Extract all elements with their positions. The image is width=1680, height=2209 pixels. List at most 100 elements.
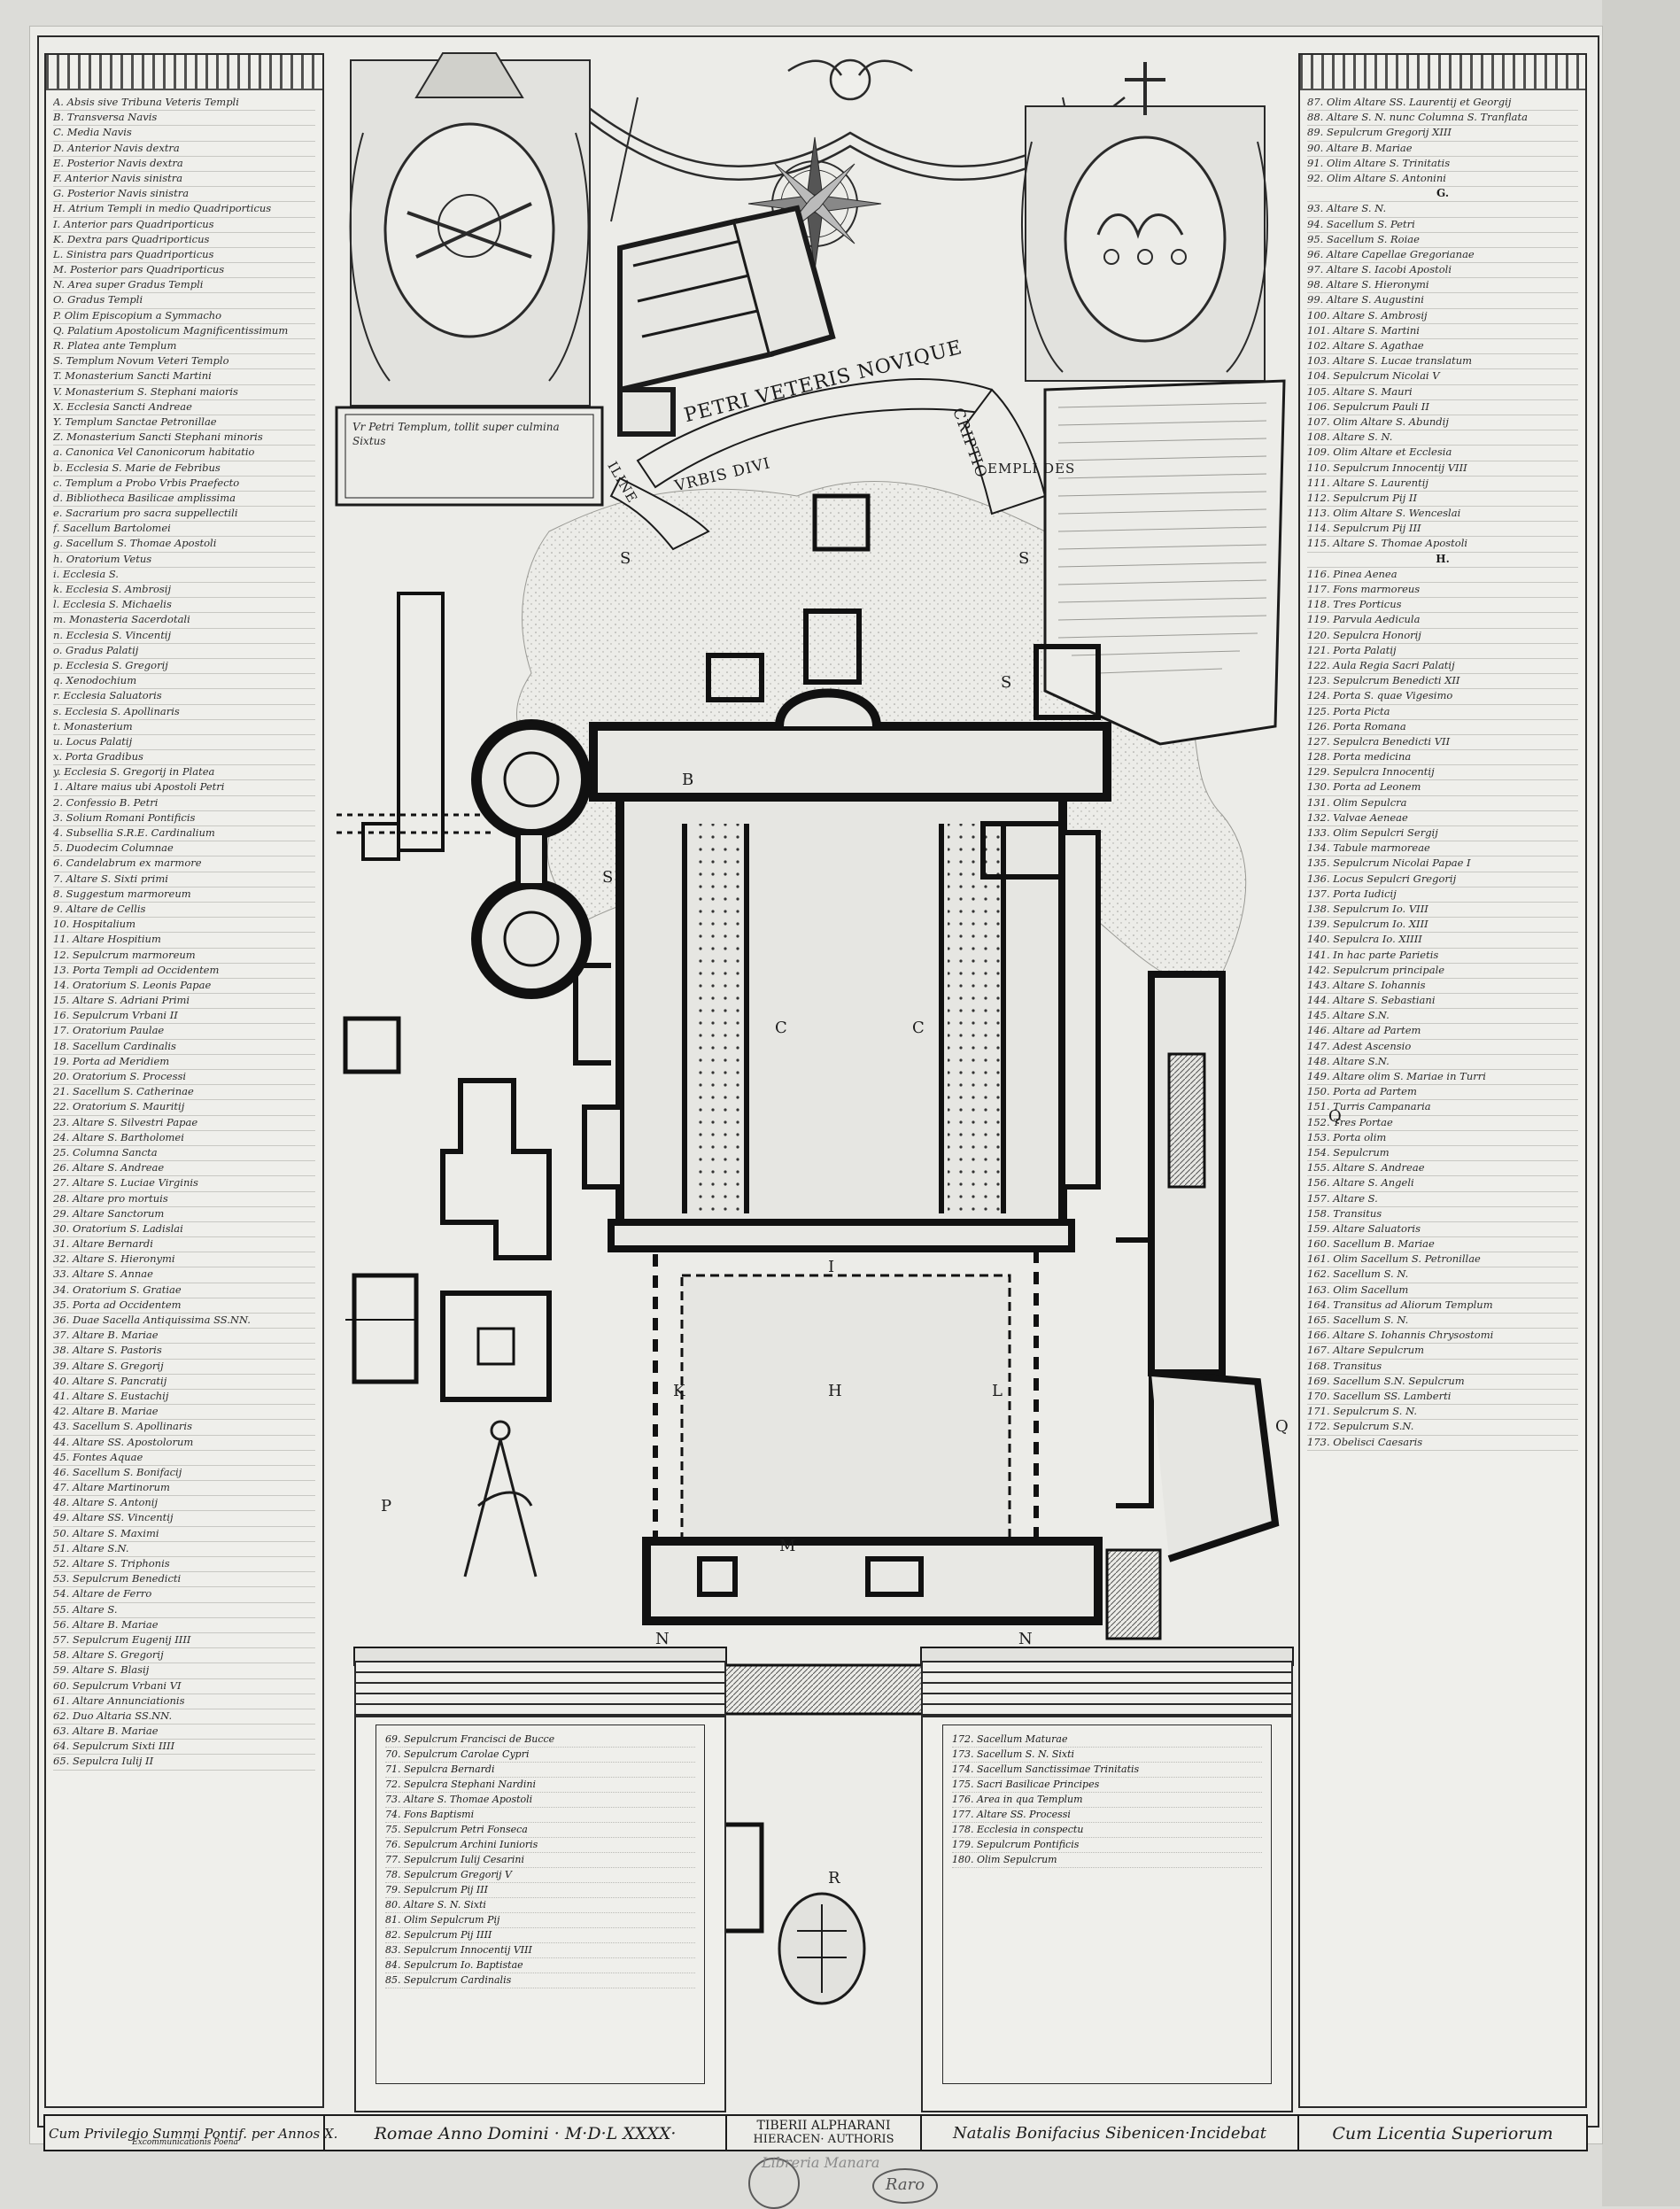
legend-entry: M. Posterior pars Quadriporticus — [53, 263, 315, 279]
legend-entry: s. Ecclesia S. Apollinaris — [53, 705, 315, 720]
legend-entry: 116. Pinea Aenea — [1307, 568, 1578, 583]
legend-entry: 166. Altare S. Iohannis Chrysostomi — [1307, 1329, 1578, 1345]
legend-entry: 90. Altare B. Mariae — [1307, 142, 1578, 157]
legend-entry: 53. Sepulcrum Benedicti — [53, 1572, 315, 1588]
legend-entry: N. Area super Gradus Templi — [53, 278, 315, 294]
legend-entry: 125. Porta Picta — [1307, 705, 1578, 720]
area-letter-label: K — [673, 1382, 685, 1400]
legend-entry: 164. Transitus ad Aliorum Templum — [1307, 1298, 1578, 1314]
legend-entry: 58. Altare S. Gregorij — [53, 1648, 315, 1664]
legend-entry: 57. Sepulcrum Eugenij IIII — [53, 1633, 315, 1649]
legend-entry: 138. Sepulcrum Io. VIII — [1307, 903, 1578, 918]
area-letter-label: B — [682, 771, 694, 789]
legend-entry: 172. Sepulcrum S.N. — [1307, 1420, 1578, 1436]
legend-entry: p. Ecclesia S. Gregorij — [53, 659, 315, 675]
legend-entry: c. Templum a Probo Vrbis Praefecto — [53, 477, 315, 492]
legend-entry: 6. Candelabrum ex marmore — [53, 856, 315, 872]
legend-entry: 109. Olim Altare et Ecclesia — [1307, 446, 1578, 461]
legend-entry: 176. Area in qua Templum — [952, 1793, 1262, 1808]
legend-entry: 5. Duodecim Columnae — [53, 841, 315, 857]
area-letter-label: S — [620, 549, 631, 568]
legend-entry: V. Monasterium S. Stephani maioris — [53, 385, 315, 400]
legend-entry: 20. Oratorium S. Processi — [53, 1070, 315, 1086]
legend-entry: 44. Altare SS. Apostolorum — [53, 1436, 315, 1451]
legend-entry: 103. Altare S. Lucae translatum — [1307, 354, 1578, 370]
legend-entry: 78. Sepulcrum Gregorij V — [385, 1868, 695, 1883]
legend-entry: l. Ecclesia S. Michaelis — [53, 598, 315, 614]
legend-entry: 35. Porta ad Occidentem — [53, 1298, 315, 1314]
area-letter-label: M — [779, 1537, 796, 1555]
legend-entry: Y. Templum Sanctae Petronillae — [53, 415, 315, 431]
legend-entry: 64. Sepulcrum Sixti IIII — [53, 1740, 315, 1756]
legend-entry: 87. Olim Altare SS. Laurentij et Georgij — [1307, 96, 1578, 112]
footer-privilege-note: Excommunicationis Poena — [132, 2138, 238, 2147]
area-letter-label: C — [775, 1019, 787, 1037]
legend-entry: x. Porta Gradibus — [53, 750, 315, 766]
legend-entry: a. Canonica Vel Canonicorum habitatio — [53, 446, 315, 461]
legend-entry: T. Monasterium Sancti Martini — [53, 369, 315, 385]
legend-entry: n. Ecclesia S. Vincentij — [53, 629, 315, 644]
legend-entry: 159. Altare Saluatoris — [1307, 1222, 1578, 1238]
legend-entry: 69. Sepulcrum Francisci de Bucce — [385, 1732, 695, 1748]
legend-entry: 80. Altare S. N. Sixti — [385, 1898, 695, 1913]
legend-entry: 36. Duae Sacella Antiquissima SS.NN. — [53, 1314, 315, 1329]
legend-entry: 115. Altare S. Thomae Apostoli — [1307, 537, 1578, 553]
legend-entry: 155. Altare S. Andreae — [1307, 1161, 1578, 1177]
legend-entry: 147. Adest Ascensio — [1307, 1040, 1578, 1055]
legend-entry: 165. Sacellum S. N. — [1307, 1314, 1578, 1329]
legend-entry: 39. Altare S. Gregorij — [53, 1360, 315, 1375]
legend-entry: 26. Altare S. Andreae — [53, 1161, 315, 1177]
legend-entry: 130. Porta ad Leonem — [1307, 780, 1578, 796]
legend-entry: 179. Sepulcrum Pontificis — [952, 1838, 1262, 1853]
cartouche-left-text: Vr Petri Templum, tollit super culmina S… — [352, 421, 560, 447]
legend-entry: D. Anterior Navis dextra — [53, 142, 315, 157]
legend-entry: 72. Sepulcra Stephani Nardini — [385, 1778, 695, 1793]
legend-entry: 38. Altare S. Pastoris — [53, 1344, 315, 1360]
legend-entry: 124. Porta S. quae Vigesimo — [1307, 689, 1578, 705]
legend-entry: 30. Oratorium S. Ladislai — [53, 1222, 315, 1238]
legend-entry: 117. Fons marmoreus — [1307, 583, 1578, 599]
area-letter-label: I — [828, 1258, 835, 1276]
legend-entry: 82. Sepulcrum Pij IIII — [385, 1928, 695, 1943]
raro-stamp-text: Raro — [885, 2175, 925, 2194]
legend-entry: d. Bibliotheca Basilicae amplissima — [53, 492, 315, 508]
legend-entry: 148. Altare S.N. — [1307, 1055, 1578, 1070]
legend-entry: 28. Altare pro mortuis — [53, 1192, 315, 1207]
legend-entry: 62. Duo Altaria SS.NN. — [53, 1709, 315, 1725]
legend-entry: 98. Altare S. Hieronymi — [1307, 278, 1578, 294]
legend-entry: 143. Altare S. Iohannis — [1307, 979, 1578, 995]
legend-entry: 144. Altare S. Sebastiani — [1307, 994, 1578, 1010]
legend-entry: 88. Altare S. N. nunc Columna S. Tranfla… — [1307, 111, 1578, 127]
legend-entry: 93. Altare S. N. — [1307, 202, 1578, 218]
legend-entry: 113. Olim Altare S. Wenceslai — [1307, 507, 1578, 523]
legend-entry: 41. Altare S. Eustachij — [53, 1390, 315, 1406]
legend-entry: 65. Sepulcra Iulij II — [53, 1755, 315, 1771]
legend-entry: 1. Altare maius ubi Apostoli Petri — [53, 780, 315, 796]
legend-entry: 149. Altare olim S. Mariae in Turri — [1307, 1070, 1578, 1086]
area-letter-label: Q — [1275, 1417, 1289, 1436]
legend-entry: r. Ecclesia Saluatoris — [53, 689, 315, 705]
legend-entry: u. Locus Palatij — [53, 735, 315, 751]
legend-entry: 170. Sacellum SS. Lamberti — [1307, 1390, 1578, 1406]
footer-license: Cum Licentia Superiorum — [1332, 2124, 1553, 2143]
legend-entry: 101. Altare S. Martini — [1307, 324, 1578, 339]
legend-entry: e. Sacrarium pro sacra suppellectili — [53, 507, 315, 523]
legend-entry: 128. Porta medicina — [1307, 750, 1578, 766]
legend-entry: f. Sacellum Bartolomei — [53, 522, 315, 538]
legend-entry: k. Ecclesia S. Ambrosij — [53, 583, 315, 599]
legend-entry: 102. Altare S. Agathae — [1307, 339, 1578, 355]
legend-entry: 172. Sacellum Maturae — [952, 1732, 1262, 1748]
legend-right: 87. Olim Altare SS. Laurentij et Georgij… — [1298, 53, 1587, 2108]
legend-right-lines: 87. Olim Altare SS. Laurentij et Georgij… — [1307, 96, 1578, 1451]
legend-entry: F. Anterior Navis sinistra — [53, 172, 315, 188]
area-letter-label: S — [1001, 673, 1012, 692]
legend-entry: 4. Subsellia S.R.E. Cardinalium — [53, 826, 315, 842]
legend-entry: 9. Altare de Cellis — [53, 903, 315, 918]
legend-entry: 10. Hospitalium — [53, 918, 315, 934]
legend-entry: 158. Transitus — [1307, 1207, 1578, 1222]
legend-entry: 157. Altare S. — [1307, 1192, 1578, 1207]
legend-entry: 168. Transitus — [1307, 1360, 1578, 1375]
legend-entry: g. Sacellum S. Thomae Apostoli — [53, 537, 315, 553]
